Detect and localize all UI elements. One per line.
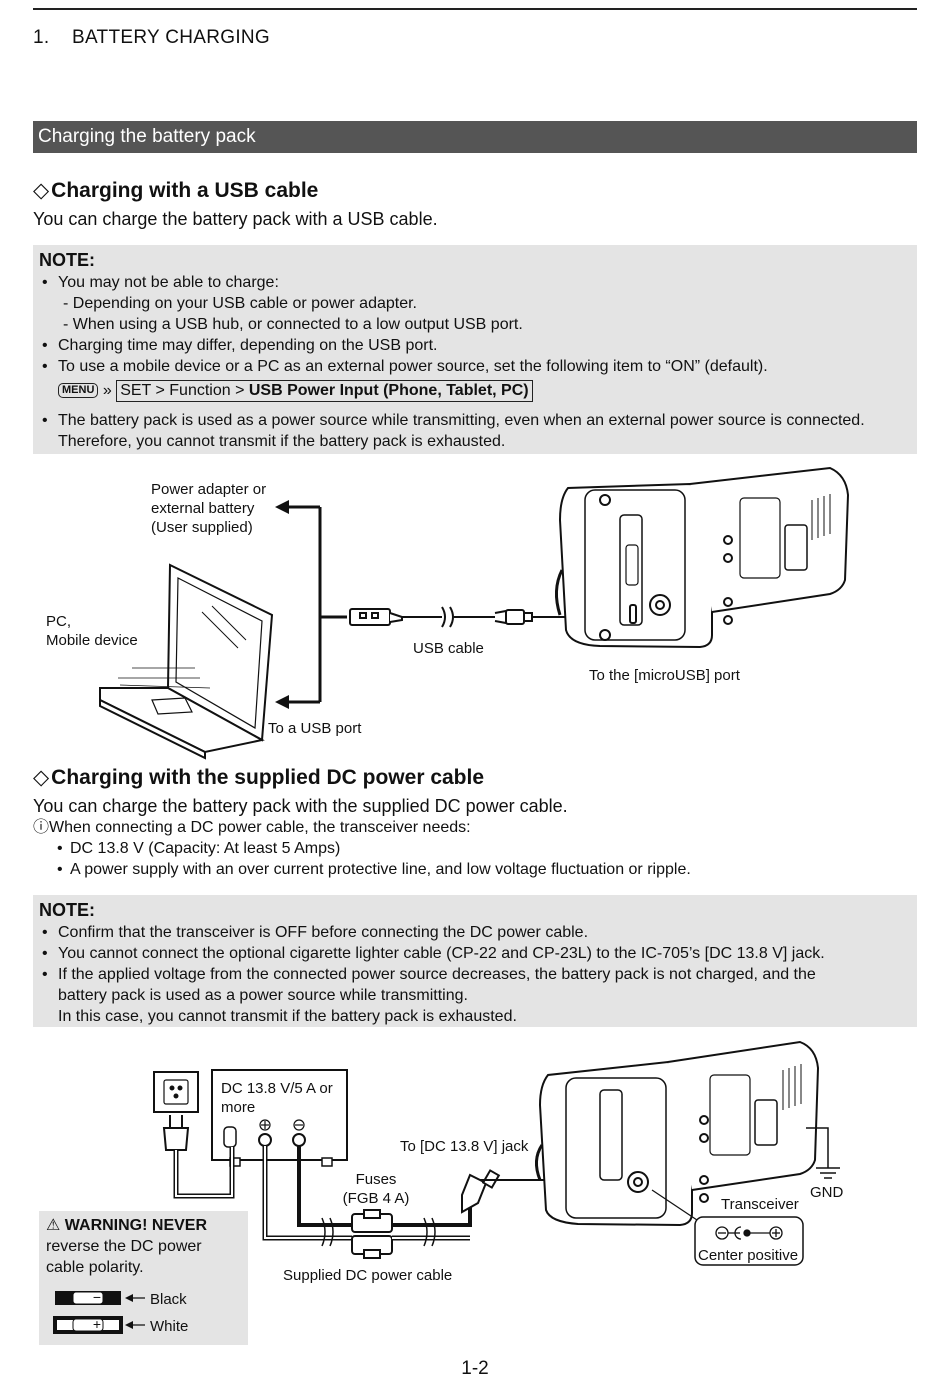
diamond-icon: ◇ xyxy=(33,179,50,202)
need-item: •DC 13.8 V (Capacity: At least 5 Amps) xyxy=(57,840,341,857)
transceiver-label: Transceiver xyxy=(721,1196,799,1213)
chapter-number: 1. xyxy=(33,27,50,48)
psu-label: DC 13.8 V/5 A or more xyxy=(221,1080,333,1116)
usb-heading: ◇Charging with a USB cable xyxy=(33,178,318,203)
menu-key-icon: MENU xyxy=(58,383,99,398)
note-line: •The battery pack is used as a power sou… xyxy=(42,412,865,429)
dc-jack-label: To [DC 13.8 V] jack xyxy=(400,1138,529,1155)
plug-icon xyxy=(162,1127,190,1151)
note-line: •Confirm that the transceiver is OFF bef… xyxy=(42,924,589,941)
menu-path-row: MENU » SET > Function > USB Power Input … xyxy=(39,378,911,403)
usb-heading-text: Charging with a USB cable xyxy=(51,179,319,202)
arrow-icon xyxy=(125,1294,133,1302)
arrow-icon xyxy=(125,1321,133,1329)
gnd-label: GND xyxy=(810,1184,844,1201)
note-line-cont: battery pack is used as a power source w… xyxy=(58,987,468,1004)
page-number: 1-2 xyxy=(461,1358,489,1379)
chapter-heading: 1. BATTERY CHARGING xyxy=(33,27,270,49)
usb-port-label: To a USB port xyxy=(268,720,362,737)
warning-line: reverse the DC power xyxy=(46,1238,202,1255)
fuses-label: Fuses (FGB 4 A) xyxy=(342,1171,410,1207)
transceiver-icon xyxy=(555,466,850,649)
warning-box: ⚠ WARNING! NEVER reverse the DC power ca… xyxy=(39,1211,248,1345)
diamond-icon: ◇ xyxy=(33,766,50,789)
microusb-label: To the [microUSB] port xyxy=(589,667,740,684)
note-line: •You may not be able to charge: xyxy=(42,274,279,291)
need-item: •A power supply with an over current pro… xyxy=(57,861,691,878)
info-line: ⓘWhen connecting a DC power cable, the t… xyxy=(33,819,471,836)
note-line: •To use a mobile device or a PC as an ex… xyxy=(42,358,768,375)
dc-heading: ◇Charging with the supplied DC power cab… xyxy=(33,765,484,790)
note-line: •Charging time may differ, depending on … xyxy=(42,337,438,354)
note-title: NOTE: xyxy=(39,250,95,270)
dc-plug-icon xyxy=(461,1169,501,1214)
usb-cable-icon xyxy=(349,606,533,628)
menu-arrow: » xyxy=(102,382,112,399)
note-line-cont: Therefore, you cannot transmit if the ba… xyxy=(58,433,506,450)
arrow-head-icon xyxy=(275,695,289,709)
black-label: Black xyxy=(150,1291,187,1308)
dc-needs: ⓘWhen connecting a DC power cable, the t… xyxy=(33,817,691,880)
section-title-bar: Charging the battery pack xyxy=(33,121,917,153)
note-line-cont: In this case, you cannot transmit if the… xyxy=(58,1008,517,1025)
dc-note-box: NOTE: •Confirm that the transceiver is O… xyxy=(33,895,917,1027)
chapter-title: BATTERY CHARGING xyxy=(72,27,271,48)
usb-intro: You can charge the battery pack with a U… xyxy=(33,209,438,229)
warning-title: ⚠ WARNING! NEVER xyxy=(46,1217,208,1234)
laptop-icon xyxy=(99,563,274,760)
dc-heading-text: Charging with the supplied DC power cabl… xyxy=(51,766,485,789)
note-line: •You cannot connect the optional cigaret… xyxy=(42,945,825,962)
minus-symbol: − xyxy=(92,1289,102,1305)
ground-icon xyxy=(806,1127,840,1179)
dc-cable-label: Supplied DC power cable xyxy=(283,1267,453,1284)
note-subline: - When using a USB hub, or connected to … xyxy=(63,316,523,333)
menu-path: SET > Function > USB Power Input (Phone,… xyxy=(116,380,533,402)
transceiver-icon xyxy=(535,1040,820,1227)
white-label: White xyxy=(150,1318,189,1335)
center-positive-label: Center positive xyxy=(698,1247,799,1264)
info-icon: ⓘ xyxy=(33,819,50,836)
dc-intro: You can charge the battery pack with the… xyxy=(33,796,568,816)
arrow-head-icon xyxy=(275,500,289,514)
plus-symbol: + xyxy=(92,1316,102,1332)
polarity-legend xyxy=(53,1291,145,1334)
fuse-icon xyxy=(351,1209,393,1259)
warning-line: cable polarity. xyxy=(46,1259,144,1276)
top-rule xyxy=(33,8,917,10)
note-title: NOTE: xyxy=(39,900,95,920)
note-line: •If the applied voltage from the connect… xyxy=(42,966,816,983)
usb-cable-label: USB cable xyxy=(413,640,484,657)
usb-note-box: NOTE: •You may not be able to charge: - … xyxy=(33,245,917,454)
power-adapter-label: Power adapter or external battery (User … xyxy=(151,481,267,536)
note-subline: - Depending on your USB cable or power a… xyxy=(63,295,417,312)
pc-label: PC, Mobile device xyxy=(46,613,138,649)
center-positive-symbol xyxy=(715,1226,783,1240)
